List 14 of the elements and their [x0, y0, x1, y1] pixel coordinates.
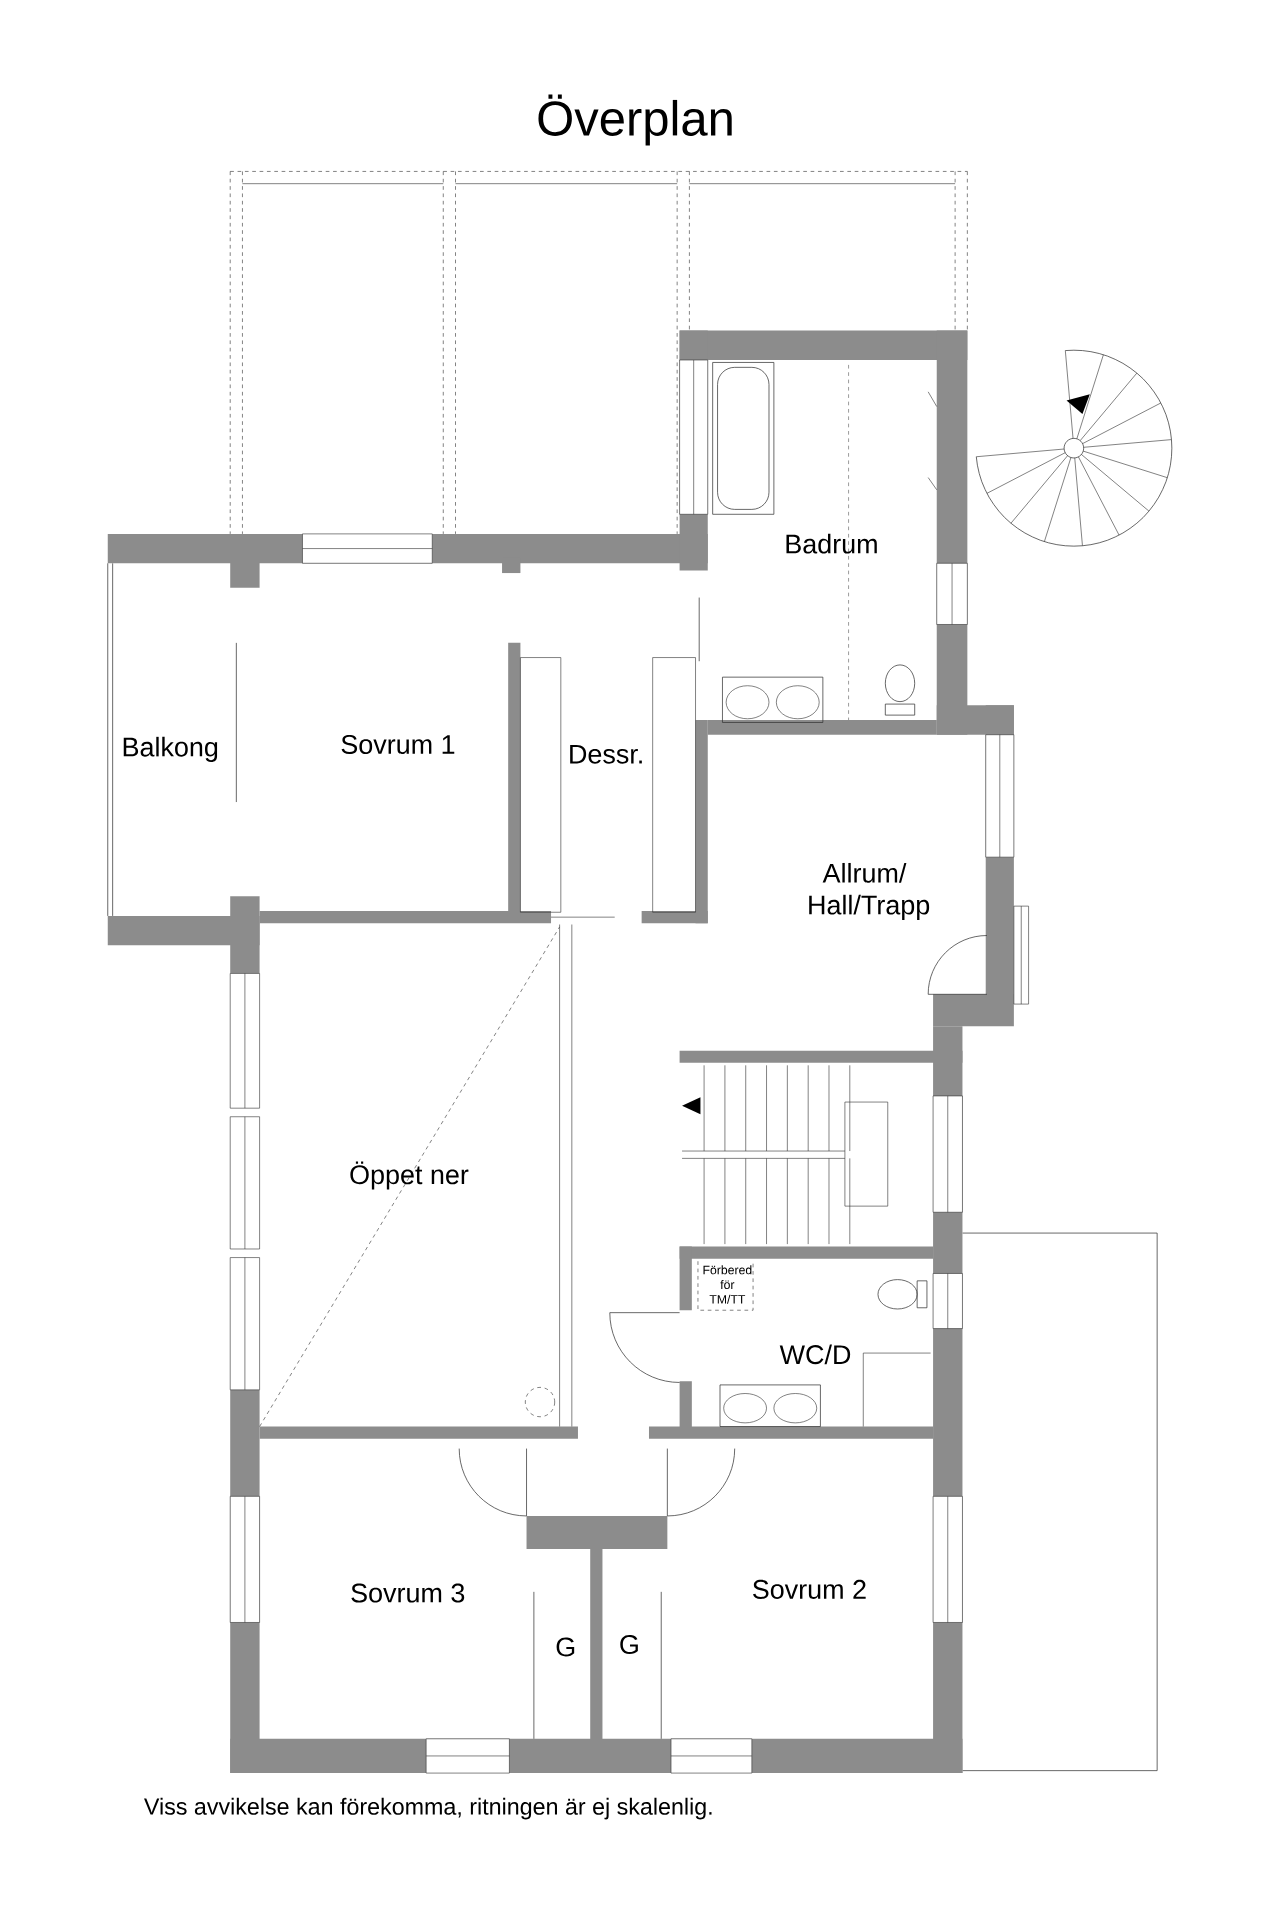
room-label: Sovrum 2	[753, 1579, 866, 1599]
room-label: Dessr.	[570, 744, 643, 764]
caption: Viss avvikelse kan förekomma, ritningen är ej skalenlig.	[144, 1797, 712, 1820]
room-label: Balkong	[123, 736, 218, 762]
room-label: G	[620, 1634, 639, 1655]
room-label: Badrum	[786, 533, 877, 554]
note-text: Förbered för TM/TT	[703, 1265, 752, 1304]
room-label: G	[556, 1637, 575, 1657]
room-label: Sovrum 3	[351, 1583, 465, 1603]
room-label: Öppet ner	[350, 1161, 469, 1190]
room-label: WC/D	[779, 1344, 851, 1365]
title: Överplan	[538, 94, 732, 146]
room-label: Sovrum 1	[341, 734, 455, 755]
room-label: Allrum/ Hall/Trapp	[809, 862, 930, 920]
